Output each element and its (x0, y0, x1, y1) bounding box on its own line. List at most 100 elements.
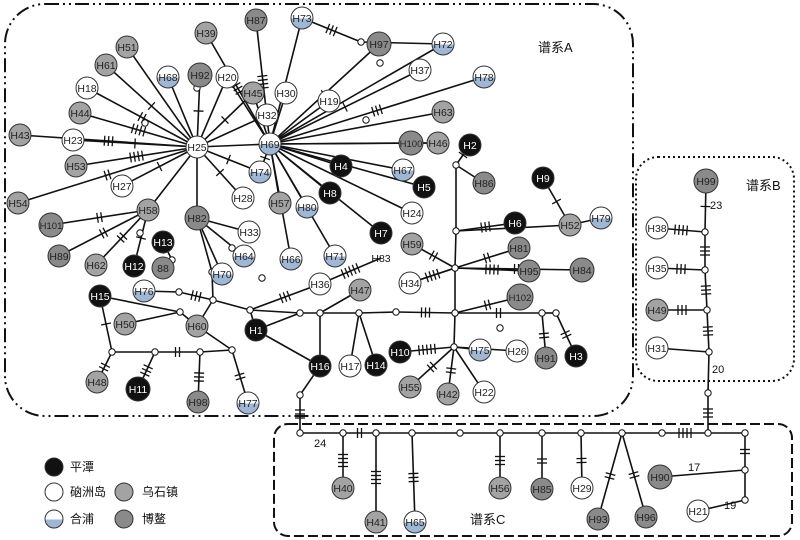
haplotype-node: H37 (408, 58, 432, 82)
haplotype-circle (38, 212, 64, 238)
haplotype-node: H68 (156, 65, 180, 89)
haplotype-label: H17 (340, 361, 359, 373)
legend: 平潭 硇洲岛 乌石镇 合浦 博鳌 (44, 457, 178, 529)
mutation-tick (605, 472, 616, 477)
haplotype-label: H63 (433, 107, 452, 119)
haplotype-label: H45 (243, 88, 262, 100)
legend-swatch-hepu (44, 509, 64, 529)
mutation-tick (446, 367, 457, 370)
median-vector (296, 309, 304, 317)
mutation-tick (480, 222, 483, 233)
median-vector (316, 309, 324, 317)
haplotype-node: H79 (589, 206, 613, 230)
median-vector (741, 429, 749, 437)
haplotype-circle (436, 382, 460, 406)
haplotype-circle (564, 344, 588, 368)
mutation-tick (234, 372, 245, 377)
haplotype-label: H27 (112, 181, 131, 193)
haplotype-label: H31 (647, 343, 666, 355)
network-edge (621, 432, 647, 518)
lineage-labels: 谱系A 谱系B 谱系C (470, 40, 781, 527)
haplotype-node: H98 (186, 390, 210, 414)
network-edge (58, 209, 149, 257)
haplotype-label: H61 (96, 60, 115, 72)
haplotype-node: H71 (323, 244, 347, 268)
mutation-tick (233, 85, 243, 92)
legend-swatch-boao (114, 509, 134, 529)
haplotype-circle (236, 391, 260, 415)
haplotype-node: H76 (132, 279, 156, 303)
haplotype-node: H14 (364, 353, 388, 377)
haplotype-label: H59 (402, 239, 421, 251)
median-vector (496, 429, 504, 437)
haplotype-node: H67 (391, 158, 415, 182)
haplotype-node: H93 (586, 507, 610, 531)
mutation-tick (484, 221, 487, 233)
haplotype-label: H81 (509, 243, 528, 255)
mutation-tick (488, 221, 491, 232)
haplotype-circle (318, 181, 342, 205)
mutation-tick (137, 151, 140, 162)
haplotype-node: H46 (426, 131, 450, 155)
median-vector (452, 227, 460, 235)
haplotype-circle (647, 464, 673, 490)
mutation-tick (147, 101, 156, 111)
haplotype-circle (400, 232, 424, 256)
edge-mutation-counts: 23 20 24 17 19 (314, 200, 736, 512)
haplotype-label: H101 (40, 221, 63, 232)
mutation-tick (257, 74, 268, 78)
lineage-a-label: 谱系A (538, 40, 573, 55)
haplotype-circle (348, 278, 372, 302)
haplotype-circle (185, 314, 209, 338)
legend-label-boao: 博鳌 (142, 511, 166, 526)
mutation-tick (458, 151, 468, 159)
haplotype-circle (232, 244, 256, 268)
haplotype-node: H3 (564, 344, 588, 368)
network-edge (255, 329, 321, 367)
haplotype-circle (645, 256, 669, 280)
network-edge (454, 230, 457, 269)
haplotype-label: H9 (536, 173, 550, 185)
edge-count-label: 24 (314, 438, 326, 450)
haplotype-circle (215, 65, 239, 89)
mutation-tick (257, 78, 268, 82)
haplotype-node: H8 (318, 181, 342, 205)
haplotype-label: H74 (250, 167, 269, 179)
haplotype-node: H40 (331, 476, 355, 500)
haplotype-node: H28 (231, 186, 255, 210)
haplotype-node: H48 (85, 370, 109, 394)
haplotype-circle (488, 476, 512, 500)
mutation-tick (141, 367, 152, 374)
network-edge (269, 111, 444, 145)
haplotype-circle (187, 62, 213, 88)
haplotype-circle (431, 32, 455, 56)
mutation-tick (342, 102, 348, 112)
haplotype-node: H70 (210, 262, 234, 286)
haplotype-label: H78 (474, 72, 493, 84)
haplotype-circle (156, 65, 180, 89)
haplotype-circle (369, 221, 393, 245)
haplotype-node: H78 (472, 65, 496, 89)
median-vector (175, 288, 183, 296)
haplotype-label: H75 (470, 345, 489, 357)
haplotype-circle (558, 213, 582, 237)
haplotype-circle (517, 259, 541, 283)
mutation-tick (134, 124, 139, 135)
median-vector (704, 389, 712, 397)
mutation-tick (143, 364, 153, 370)
haplotype-node: H43 (8, 123, 32, 147)
haplotype-node: H19 (317, 89, 341, 113)
median-vector (372, 429, 380, 437)
haplotype-node: H85 (530, 477, 554, 501)
haplotype-label: H15 (90, 291, 109, 303)
haplotype-circle (458, 133, 482, 157)
median-vectors (108, 38, 749, 504)
haplotype-node: H61 (94, 53, 118, 77)
haplotype-label: H4 (334, 161, 348, 173)
median-vector (392, 308, 400, 316)
network-edge (269, 17, 303, 145)
haplotype-label: H13 (153, 237, 172, 249)
haplotype-label: H22 (474, 387, 493, 399)
median-vector (296, 429, 304, 437)
haplotype-node: H74 (248, 160, 272, 184)
